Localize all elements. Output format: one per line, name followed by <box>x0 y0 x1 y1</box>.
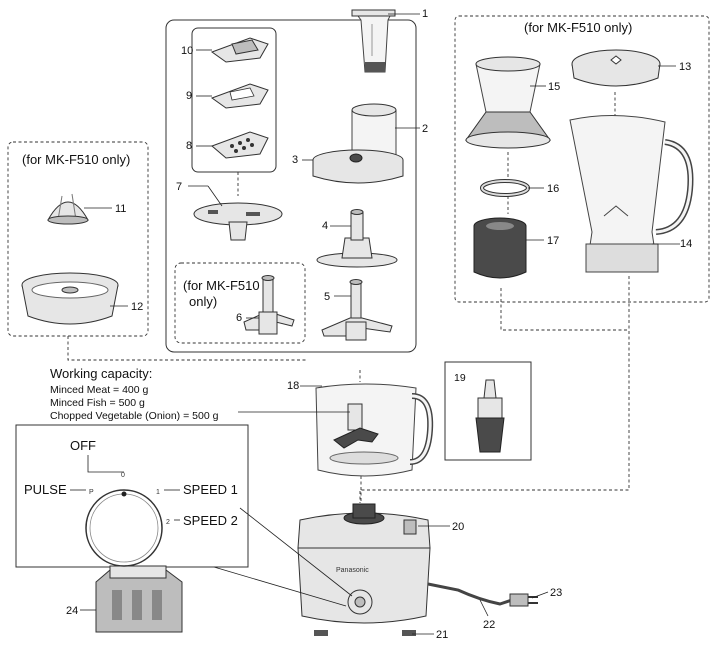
part-number-3: 3 <box>292 154 298 166</box>
feed-tube-lid-part-2-3 <box>312 103 404 184</box>
inset-19-frame <box>444 361 532 461</box>
speed-dial-knob <box>85 489 163 567</box>
part-number-1: 1 <box>422 8 428 20</box>
blender-mill-connection-line <box>500 288 629 331</box>
part-number-8: 8 <box>186 140 192 152</box>
part-number-18: 18 <box>287 380 299 392</box>
dough-blade-subgroup-frame <box>174 262 306 344</box>
dial-mark-pulse: P <box>89 489 94 496</box>
dial-label-pulse: PULSE <box>24 482 67 497</box>
dial-callout-leader-1 <box>239 507 353 597</box>
part-number-5: 5 <box>324 291 330 303</box>
blender-group-note: (for MK-F510 only) <box>524 20 632 35</box>
dough-blade-note-line1: (for MK-F510 <box>183 278 260 293</box>
part-number-4: 4 <box>322 220 328 232</box>
citrus-cone-part-11 <box>47 193 89 225</box>
dial-mark-speed2: 2 <box>166 519 170 526</box>
part-number-9: 9 <box>186 90 192 102</box>
part-number-17: 17 <box>547 235 559 247</box>
blade-shaft-part-19 <box>475 379 505 453</box>
dial-label-speed2: SPEED 2 <box>183 513 238 528</box>
disc-part-8 <box>211 131 269 159</box>
processor-bowl-part-18 <box>315 383 434 477</box>
brand-logo: Panasonic <box>336 567 369 574</box>
plug-part-23 <box>509 593 538 607</box>
dial-label-speed1: SPEED 1 <box>183 482 238 497</box>
leader-23 <box>531 591 549 599</box>
citrus-connection-line <box>67 336 306 361</box>
leader-22 <box>479 599 489 617</box>
disc-part-9 <box>210 83 269 109</box>
dial-mark-off: 0 <box>121 472 125 479</box>
capacity-line-vegetable: Chopped Vegetable (Onion) = 500 g <box>50 410 219 422</box>
chopping-blade-part-5 <box>321 279 393 341</box>
dial-mark-speed1: 1 <box>156 489 160 496</box>
blender-base-connection-line <box>359 276 630 503</box>
capacity-line-meat: Minced Meat = 400 g <box>50 384 149 396</box>
part-number-11: 11 <box>115 203 126 215</box>
part-number-16: 16 <box>547 183 559 195</box>
part-number-15: 15 <box>548 81 560 93</box>
motor-base-part-20-21 <box>297 503 431 636</box>
citrus-group-note: (for MK-F510 only) <box>22 152 130 167</box>
part-number-14: 14 <box>680 238 692 250</box>
part-number-20: 20 <box>452 521 464 533</box>
part-number-7: 7 <box>176 181 182 193</box>
disc-holder-part-4 <box>316 209 398 268</box>
blender-jug-part-14 <box>569 115 694 273</box>
part-number-12: 12 <box>131 301 143 313</box>
pusher-part-1 <box>351 9 396 73</box>
part-number-23: 23 <box>550 587 562 599</box>
blender-group-frame <box>454 15 710 303</box>
mill-cup-part-15 <box>465 56 551 149</box>
power-cord-part-22 <box>427 582 513 606</box>
disc-part-10 <box>210 37 269 63</box>
disc-holder-part-7 <box>193 202 283 241</box>
mill-blade-base-part-17 <box>473 217 527 279</box>
dial-callout-leader-2 <box>213 566 347 607</box>
attachments-group-frame <box>165 19 417 353</box>
blender-lid-part-13 <box>571 49 661 87</box>
capacity-line-fish: Minced Fish = 500 g <box>50 397 145 409</box>
part-number-6: 6 <box>236 312 242 324</box>
drive-coupling-part-24 <box>95 565 183 633</box>
discs-subgroup-frame <box>191 27 277 173</box>
part-number-19: 19 <box>454 372 466 384</box>
part-number-13: 13 <box>679 61 691 73</box>
part-number-10: 10 <box>181 45 193 57</box>
part-number-2: 2 <box>422 123 428 135</box>
dough-blade-note-line2: only) <box>189 294 217 309</box>
part-number-21: 21 <box>436 629 448 641</box>
juicer-strainer-part-12 <box>21 272 119 325</box>
gasket-ring-part-16 <box>480 179 530 197</box>
part-number-22: 22 <box>483 619 495 631</box>
capacity-heading: Working capacity: <box>50 366 152 381</box>
part-number-24: 24 <box>66 605 78 617</box>
dial-label-off: OFF <box>70 438 96 453</box>
